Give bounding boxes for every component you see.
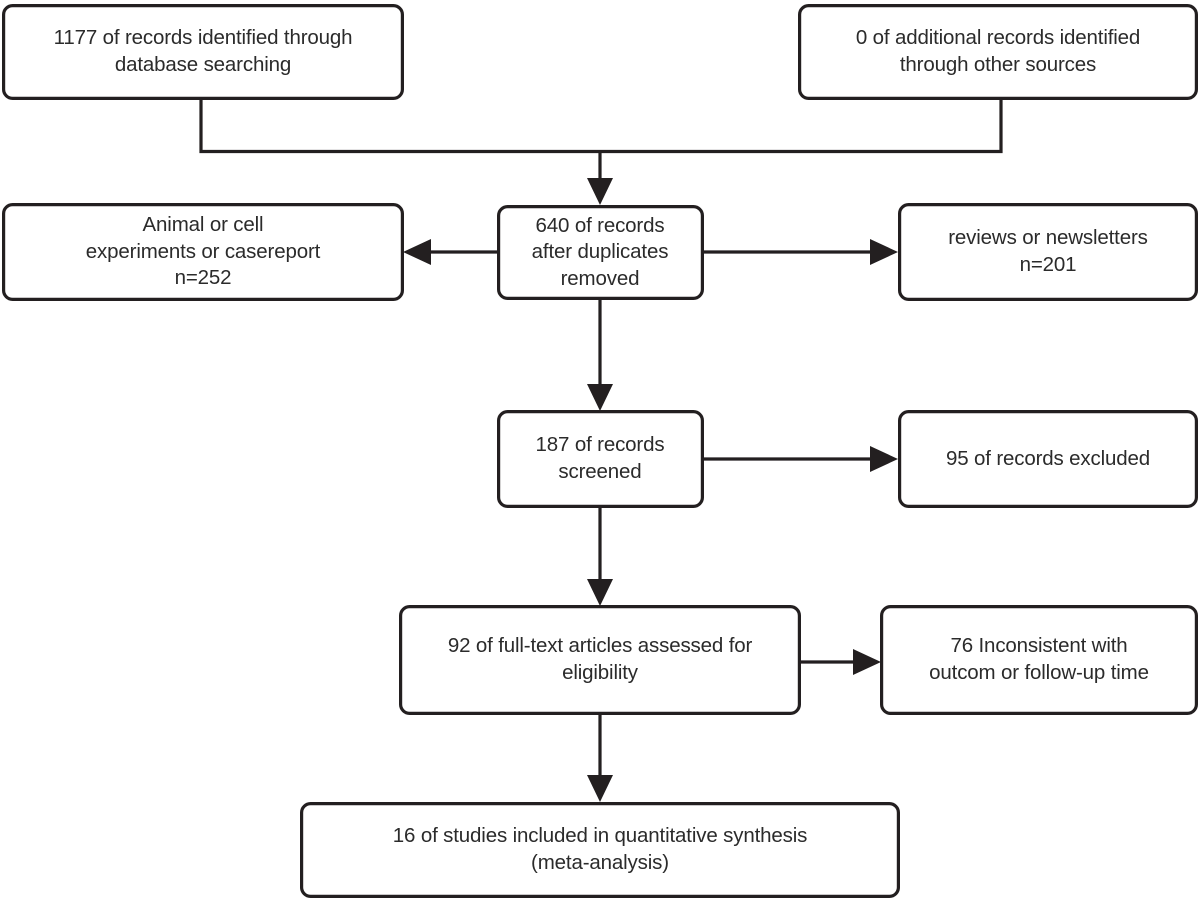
- arrowhead-left-to-animal: [403, 239, 431, 265]
- studies-included-box: [300, 801, 900, 898]
- records-after-duplicates-box: [497, 205, 705, 301]
- arrowhead-right-to-excluded: [870, 446, 898, 472]
- excluded-reviews-newsletters-box: [897, 203, 1198, 302]
- records-identified-database-box: [1, 3, 404, 101]
- connector-duplicates-to-reviews: [703, 239, 898, 265]
- arrowhead-down-to-screened: [587, 384, 613, 411]
- merge-connector-to-duplicates: [199, 98, 1003, 205]
- arrowhead-right-to-fulltext-excluded: [853, 649, 881, 675]
- fulltext-excluded-box: [879, 604, 1198, 715]
- connector-fulltext-to-excluded: [800, 649, 881, 675]
- arrowhead-right-to-reviews: [870, 239, 898, 265]
- records-identified-other-box: [797, 3, 1198, 101]
- connector-screened-to-fulltext: [587, 507, 613, 606]
- connector-duplicates-to-animal: [403, 239, 497, 265]
- connector-duplicates-to-screened: [587, 300, 613, 411]
- connector-screened-to-excluded: [703, 446, 898, 472]
- connector-fulltext-to-included: [587, 714, 613, 802]
- arrowhead-down-to-fulltext: [587, 579, 613, 606]
- fulltext-assessed-box: [399, 604, 801, 715]
- excluded-animal-cell-box: [1, 203, 404, 302]
- arrowhead-down-to-duplicates: [587, 178, 613, 205]
- records-screened-box: [497, 410, 705, 509]
- arrowhead-down-to-included: [587, 775, 613, 802]
- records-excluded-box: [897, 410, 1198, 509]
